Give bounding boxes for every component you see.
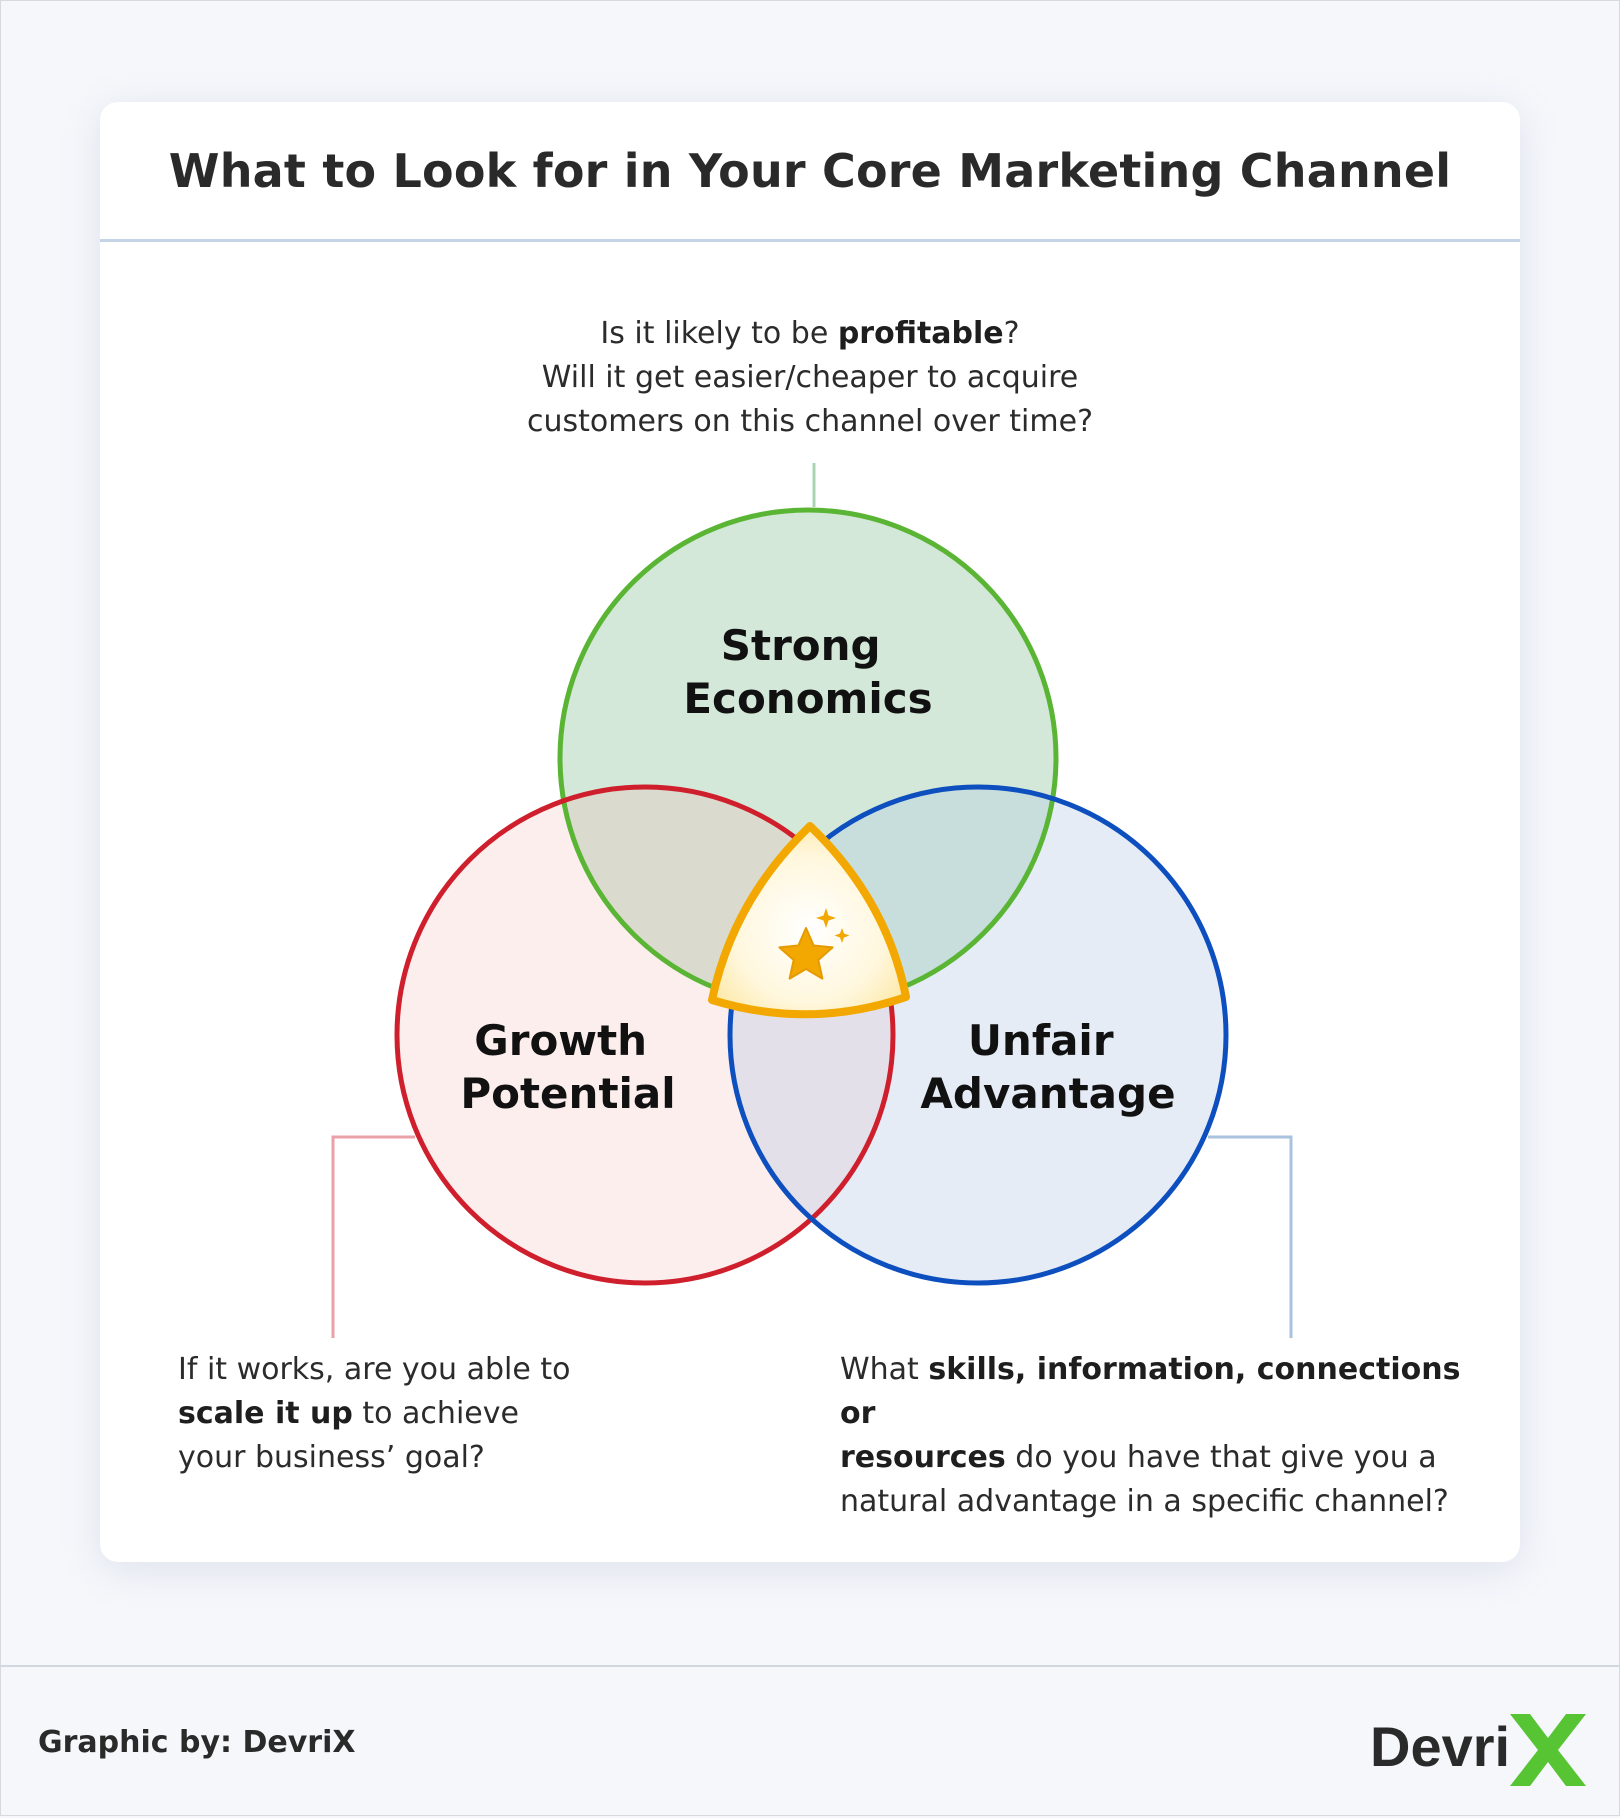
circle-advantage — [727, 784, 1229, 1286]
logo-x-icon — [1510, 1714, 1586, 1786]
footer-credit: Graphic by: DevriX — [38, 1725, 356, 1760]
label-advantage: Unfair Advantage — [920, 1016, 1175, 1118]
label-growth: Growth Potential — [460, 1016, 675, 1118]
footer — [0, 1665, 1620, 1818]
question-economics: Is it likely to be profitable? Will it g… — [526, 316, 1093, 439]
question-advantage: What skills, information, connections or… — [840, 1352, 1461, 1519]
connector-left — [331, 1135, 415, 1338]
page-title: What to Look for in Your Core Marketing … — [168, 143, 1452, 198]
label-economics: Strong Economics — [683, 621, 932, 723]
infographic-card: What to Look for in Your Core Marketing … — [100, 102, 1520, 1562]
card-header: What to Look for in Your Core Marketing … — [100, 102, 1520, 242]
question-growth: If it works, are you able to scale it up… — [178, 1352, 571, 1475]
circle-growth — [394, 784, 896, 1286]
center-intersection — [708, 822, 910, 1019]
devrix-logo[interactable]: Devri — [1370, 1700, 1590, 1790]
connector-right — [1208, 1135, 1293, 1338]
logo-wordmark: Devri — [1370, 1715, 1510, 1778]
venn-diagram: Strong Economics Growth Potential Unfair… — [331, 463, 1293, 1338]
star-icon — [778, 908, 850, 980]
